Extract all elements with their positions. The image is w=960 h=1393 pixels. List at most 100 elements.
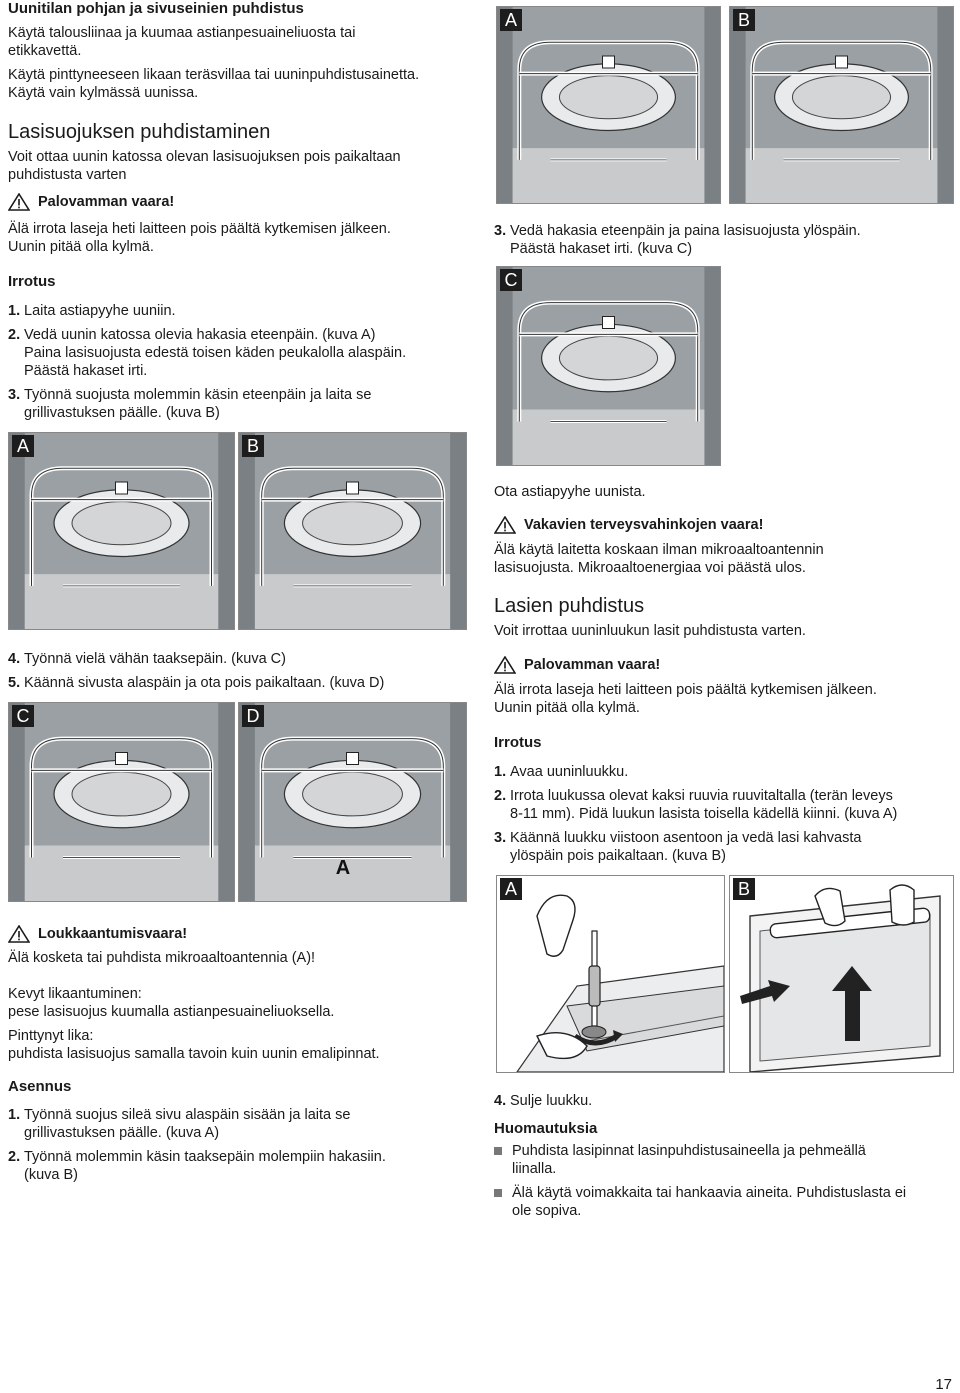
step-text: (kuva B) [24, 1167, 78, 1183]
step-item: 4. Työnnä vielä vähän taaksepäin. (kuva … [8, 650, 286, 668]
figure-label: A [500, 9, 522, 31]
step-number: 1. [494, 764, 507, 780]
note-text: Puhdista lasipinnat lasinpuhdistusaineel… [512, 1143, 866, 1159]
step-number: 2. [494, 788, 507, 804]
warning-triangle-icon [8, 193, 30, 211]
paragraph-line: Älä irrota laseja heti laitteen pois pää… [8, 221, 391, 237]
step-text: grillivastuksen päälle. (kuva B) [24, 405, 220, 421]
bullet-square-icon [494, 1189, 502, 1197]
step-item: 1. Työnnä suojus sileä sivu alaspäin sis… [8, 1106, 350, 1142]
door-screw-illustration [516, 894, 724, 1072]
figure-door-a: A [496, 875, 725, 1073]
step-number: 5. [8, 675, 21, 691]
step-number: 4. [494, 1093, 507, 1109]
warning-burn: Palovamman vaara! [8, 193, 174, 211]
step-item: 5. Käännä sivusta alaspäin ja ota pois p… [8, 674, 384, 692]
antenna-label: A [335, 857, 351, 879]
warning-injury: Loukkaantumisvaara! [8, 925, 187, 943]
step-number: 3. [8, 387, 21, 403]
step-number: 1. [8, 1107, 21, 1123]
step-text: Työnnä molemmin käsin taaksepäin molempi… [24, 1149, 386, 1165]
paragraph-line: Älä irrota laseja heti laitteen pois pää… [494, 682, 877, 698]
step-number: 3. [494, 830, 507, 846]
subheading-notes: Huomautuksia [494, 1120, 598, 1137]
bullet-square-icon [494, 1147, 502, 1155]
oven-ceiling-illustration [497, 267, 720, 465]
note-item: Puhdista lasipinnat lasinpuhdistusaineel… [494, 1142, 866, 1178]
paragraph-line: Käytä vain kylmässä uunissa. [8, 85, 199, 101]
warning-title: Vakavien terveysvahinkojen vaara! [524, 517, 764, 533]
oven-ceiling-illustration [730, 7, 953, 203]
figure-install-a: A [496, 6, 721, 204]
figure-label: B [733, 878, 755, 900]
paragraph-line: Kevyt likaantuminen: [8, 986, 142, 1002]
note-text: ole sopiva. [512, 1203, 582, 1219]
paragraph-line: Käytä talousliinaa ja kuumaa astianpesua… [8, 25, 356, 41]
step-item: 2. Vedä uunin katossa olevia hakasia ete… [8, 326, 406, 380]
paragraph-line: etikkavettä. [8, 43, 82, 59]
figure-remove-d: D A [238, 702, 467, 902]
figure-label: D [242, 705, 264, 727]
paragraph-line: lasisuojusta. Mikroaaltoenergiaa voi pää… [494, 560, 806, 576]
step-item: 4. Sulje luukku. [494, 1092, 592, 1110]
oven-ceiling-illustration [497, 7, 720, 203]
subheading-asennus: Asennus [8, 1078, 72, 1095]
paragraph-line: Pinttynyt lika: [8, 1028, 94, 1044]
step-text: Päästä hakaset irti. [24, 363, 148, 379]
oven-ceiling-illustration [239, 433, 466, 629]
paragraph-line: Älä kosketa tai puhdista mikroaaltoanten… [8, 950, 316, 966]
warning-title: Palovamman vaara! [524, 657, 661, 673]
step-item: 3. Vedä hakasia eteenpäin ja paina lasis… [494, 222, 861, 258]
paragraph-line: Ota astiapyyhe uunista. [494, 484, 646, 500]
paragraph-line: puhdista lasisuojus samalla tavoin kuin … [8, 1046, 380, 1062]
step-text: Työnnä suojusta molemmin käsin eteenpäin… [24, 387, 372, 403]
figure-remove-a: A [8, 432, 235, 630]
step-text: Irrota luukussa olevat kaksi ruuvia ruuv… [510, 788, 893, 804]
page-number: 17 [935, 1376, 952, 1393]
figure-install-c: C [496, 266, 721, 466]
warning-title: Loukkaantumisvaara! [38, 926, 188, 942]
oven-ceiling-illustration [239, 703, 466, 901]
step-item: 2. Irrota luukussa olevat kaksi ruuvia r… [494, 787, 897, 823]
note-text: Älä käytä voimakkaita tai hankaavia aine… [512, 1185, 907, 1201]
step-number: 1. [8, 303, 21, 319]
step-text: 8-11 mm). Pidä luukun lasista toisella k… [510, 806, 898, 822]
step-item: 1. Laita astiapyyhe uuniin. [8, 302, 176, 320]
paragraph-line: Uunin pitää olla kylmä. [494, 700, 640, 716]
figure-label: C [12, 705, 34, 727]
figure-label: C [500, 269, 522, 291]
note-item: Älä käytä voimakkaita tai hankaavia aine… [494, 1184, 906, 1220]
oven-ceiling-illustration [9, 703, 234, 901]
step-text: Käännä luukku viistoon asentoon ja vedä … [510, 830, 862, 846]
step-number: 3. [494, 223, 507, 239]
figure-door-b: B [729, 875, 954, 1073]
paragraph-line: Käytä pinttyneeseen likaan teräsvillaa t… [8, 67, 420, 83]
figure-label: B [733, 9, 755, 31]
step-text: Avaa uuninluukku. [510, 764, 629, 780]
warning-burn: Palovamman vaara! [494, 656, 660, 674]
warning-triangle-icon [494, 516, 516, 534]
step-text: Sulje luukku. [510, 1093, 593, 1109]
paragraph-line: Uunin pitää olla kylmä. [8, 239, 154, 255]
door-glass-illustration [740, 884, 941, 1072]
step-text: Paina lasisuojusta edestä toisen käden p… [24, 345, 407, 361]
figure-remove-c: C [8, 702, 235, 902]
section-title-oven-floor: Uunitilan pohjan ja sivuseinien puhdistu… [8, 0, 304, 17]
subheading-irrotus: Irrotus [8, 273, 56, 290]
step-item: 2. Työnnä molemmin käsin taaksepäin mole… [8, 1148, 386, 1184]
section-title-glass-cover: Lasisuojuksen puhdistaminen [8, 121, 271, 143]
step-text: Vedä uunin katossa olevia hakasia eteenp… [24, 327, 376, 343]
oven-ceiling-illustration [9, 433, 234, 629]
paragraph-line: puhdistusta varten [8, 167, 127, 183]
figure-label: B [242, 435, 264, 457]
step-number: 2. [8, 327, 21, 343]
paragraph-line: pese lasisuojus kuumalla astianpesuainel… [8, 1004, 335, 1020]
note-text: liinalla. [512, 1161, 557, 1177]
figure-label: A [12, 435, 34, 457]
step-number: 4. [8, 651, 21, 667]
step-text: ylöspäin pois paikaltaan. (kuva B) [510, 848, 727, 864]
step-text: Vedä hakasia eteenpäin ja paina lasisuoj… [510, 223, 861, 239]
section-title-glass-cleaning: Lasien puhdistus [494, 595, 645, 617]
step-item: 1. Avaa uuninluukku. [494, 763, 628, 781]
subheading-irrotus: Irrotus [494, 734, 542, 751]
